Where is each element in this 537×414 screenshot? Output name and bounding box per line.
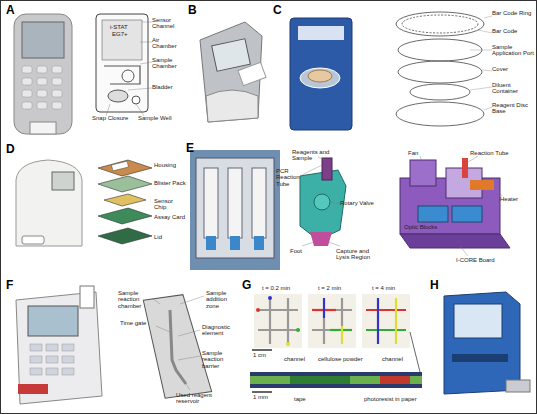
part-label: channel [382,356,403,362]
part-label: Optic Blocks [404,224,444,230]
part-label: Sample addition zone [206,290,238,309]
part-label: I-CORE Board [456,257,506,263]
part-label: Cover [492,66,536,72]
part-label: Sample reaction chamber [118,290,158,309]
part-label: channel [284,356,305,362]
panel-letter: H [430,279,439,292]
panel-letter: C [273,4,282,17]
part-label: Sensor Channel [152,17,180,30]
part-label: 1 cm [253,352,266,358]
part-label: Bar Code Ring [492,10,536,16]
part-label: Reagents and Sample [292,149,342,162]
part-label: Sample reaction barrier [202,350,236,369]
part-label: Lid [154,234,186,240]
panel-letter: D [6,143,15,156]
panel-letter: E [186,142,194,155]
part-label: Reagent Disc Base [492,102,536,115]
part-label: cellulose powder [318,356,363,362]
panel-letter: B [188,4,197,17]
part-label: Sensor Chip [154,198,186,211]
part-label: Time gate [120,320,158,326]
part-label: t = 4 min [372,285,395,291]
panel-letter: G [242,279,251,292]
part-label: Diluent Container [492,82,536,95]
part-label: t = 2 min [318,285,341,291]
part-label: photoresist in paper [364,396,417,402]
part-label: i-STAT [110,24,146,30]
part-label: tape [294,396,306,402]
part-label: Sample Well [138,115,178,121]
part-label: EG7+ [112,31,148,37]
part-label: Fan [408,150,438,156]
part-label: Sample Application Port [492,44,536,57]
part-label: Blister Pack [154,180,186,186]
part-label: Sample Chamber [152,57,180,70]
part-label: 1 mm [253,394,268,400]
part-label: Snap Closure [92,115,132,121]
part-label: t = 0.2 min [262,285,290,291]
part-label: Foot [290,248,320,254]
panel-letter: A [6,4,15,17]
part-label: Bar Code [492,28,536,34]
part-label: Housing [154,162,186,168]
part-label: Assay Card [154,214,186,220]
part-label: Diagnostic element [202,324,236,337]
panel-letter: F [6,279,13,292]
part-label: Reaction Tube [470,150,510,156]
part-label: Bladder [152,84,180,90]
part-label: Rotary Valve [340,200,374,206]
part-label: Heater [500,196,534,202]
part-label: PCR Reaction Tube [276,168,306,187]
part-label: Air Chamber [152,37,180,50]
part-label: Used reagent reservoir [176,392,232,405]
part-label: Capture and Lysis Region [336,248,382,261]
